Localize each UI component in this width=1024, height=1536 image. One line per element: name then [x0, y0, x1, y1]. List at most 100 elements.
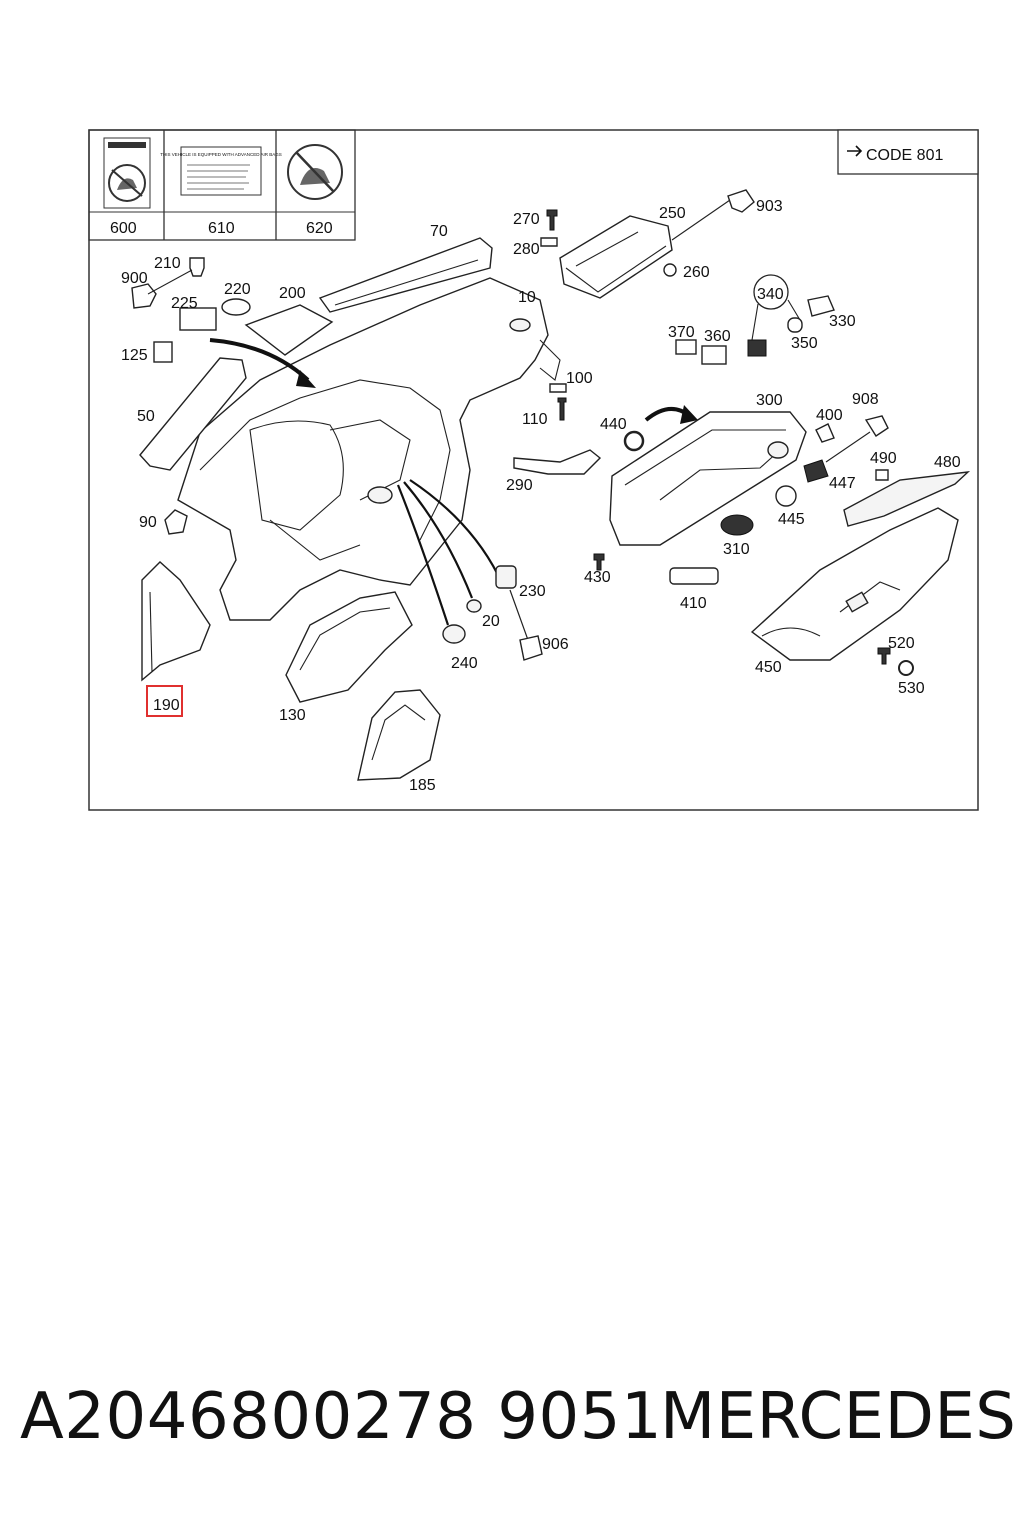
callout-250: 250 [659, 205, 686, 222]
part-450-glovebox-lid [750, 507, 959, 661]
part-50-left-trim [139, 357, 247, 471]
part-903-tag [727, 189, 755, 213]
part-908-tag [864, 415, 889, 437]
callout-50: 50 [137, 408, 155, 425]
callout-130: 130 [279, 707, 306, 724]
footer: A2046800278 9051 MERCEDES [20, 1380, 1016, 1480]
part-350-socket [747, 339, 767, 357]
brand-name: MERCEDES [660, 1380, 1017, 1454]
callout-20: 20 [482, 613, 500, 630]
part-370-connector [675, 339, 697, 355]
part-445-cap [775, 485, 797, 507]
part-350-bulb [787, 317, 803, 333]
callout-400: 400 [816, 407, 843, 424]
part-440-ring [623, 430, 645, 452]
callout-620: 620 [306, 220, 333, 237]
part-210-clip [189, 257, 205, 277]
callout-530: 530 [898, 680, 925, 697]
part-300-glovebox-housing [609, 411, 807, 546]
advanced-airbag-label-icon: THIS VEHICLE IS EQUIPPED WITH ADVANCED A… [160, 146, 282, 196]
part-330-switch [807, 295, 835, 317]
callout-280: 280 [513, 241, 540, 258]
part-225-block [179, 307, 217, 331]
part-410-connector [669, 567, 719, 585]
part-130-lower-trim [285, 591, 413, 703]
callout-10: 10 [518, 289, 536, 306]
callout-903: 903 [756, 198, 783, 215]
cables [396, 479, 543, 661]
callout-450: 450 [755, 659, 782, 676]
callout-70: 70 [430, 223, 448, 240]
callout-440: 440 [600, 416, 627, 433]
callout-445: 445 [778, 511, 805, 528]
callout-310: 310 [723, 541, 750, 558]
part-number: A2046800278 9051 [20, 1380, 663, 1454]
callout-600: 600 [110, 220, 137, 237]
callout-610: 610 [208, 220, 235, 237]
callout-labels: 70 10 270 280 250 260 903 900 210 220 22… [121, 198, 961, 794]
callout-350: 350 [791, 335, 818, 352]
code-box: CODE 801 [837, 129, 979, 175]
callout-900: 900 [121, 270, 148, 287]
part-520-screw [877, 647, 891, 665]
part-190-side-panel [141, 561, 211, 682]
callout-210: 210 [154, 255, 181, 272]
callout-430: 430 [584, 569, 611, 586]
diagram-frame [88, 129, 979, 811]
part-310-gear [720, 514, 754, 536]
part-125-block [153, 341, 173, 363]
callout-190: 190 [153, 697, 180, 714]
callout-230: 230 [519, 583, 546, 600]
part-290-duct [513, 449, 602, 475]
part-110-screw [557, 397, 567, 421]
callout-290: 290 [506, 477, 533, 494]
part-490-clip [875, 469, 889, 481]
part-185-knee-panel [357, 689, 441, 781]
callout-260: 260 [683, 264, 710, 281]
part-340-callout-circle [753, 274, 789, 310]
callout-270: 270 [513, 211, 540, 228]
callout-90: 90 [139, 514, 157, 531]
part-260-nut [663, 263, 677, 277]
airbag-warning-label-icon [103, 137, 151, 209]
info-panels: 600 THIS VEHICLE IS EQUIPPED WITH ADVANC… [88, 129, 356, 241]
part-200-cover [244, 304, 334, 356]
part-530-washer [898, 660, 914, 676]
part-250-airbag-module [559, 215, 673, 299]
part-280-clip [540, 237, 558, 247]
callout-125: 125 [121, 347, 148, 364]
highlighted-callout-190[interactable]: 190 [146, 685, 183, 717]
callout-100: 100 [566, 370, 593, 387]
part-360-connector [701, 345, 727, 365]
callout-300: 300 [756, 392, 783, 409]
callout-110: 110 [522, 411, 548, 428]
part-220-cap [221, 298, 251, 316]
part-400-bracket [815, 423, 835, 443]
part-90-bracket [164, 509, 188, 535]
part-100-clip [549, 383, 567, 393]
callout-908: 908 [852, 391, 879, 408]
part-447-lamp [803, 459, 829, 483]
callout-370: 370 [668, 324, 695, 341]
callout-447: 447 [829, 475, 856, 492]
part-10-dashboard [177, 277, 561, 621]
part-270-screw [546, 209, 558, 231]
callout-480: 480 [934, 454, 961, 471]
callout-490: 490 [870, 450, 897, 467]
code-label: CODE 801 [866, 147, 943, 164]
child-seat-warning-icon [287, 144, 343, 200]
callout-240: 240 [451, 655, 478, 672]
callout-906: 906 [542, 636, 569, 653]
callout-360: 360 [704, 328, 731, 345]
callout-225: 225 [171, 295, 198, 312]
callout-185: 185 [409, 777, 436, 794]
callout-330: 330 [829, 313, 856, 330]
callout-520: 520 [888, 635, 915, 652]
callout-200: 200 [279, 285, 306, 302]
callout-340: 340 [757, 286, 784, 303]
part-900-tag [131, 283, 157, 309]
part-430-screw [593, 553, 605, 571]
part-480-trim [843, 471, 971, 527]
part-70-top-trim [318, 237, 493, 313]
